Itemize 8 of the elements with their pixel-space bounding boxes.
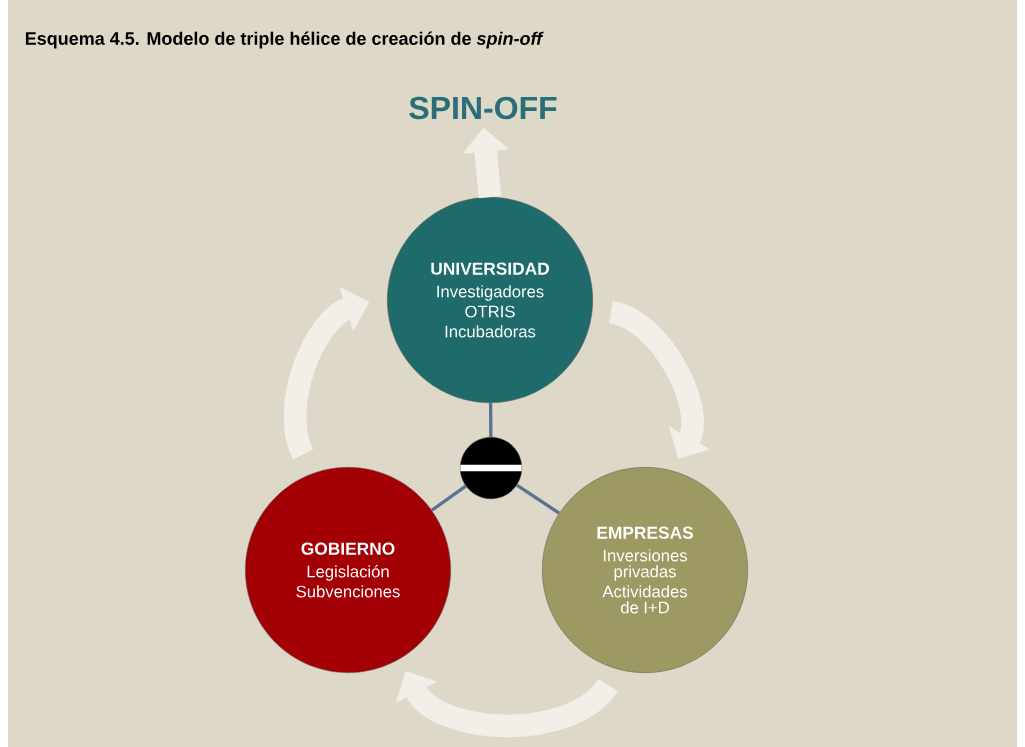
connector-line (515, 483, 561, 515)
connector-line (430, 484, 467, 512)
title: Esquema 4.5. Modelo de triple hélice de creación de spin-off (25, 31, 544, 49)
spin-off-heading: SPIN-OFF (409, 96, 557, 120)
curved-arrow (395, 671, 617, 738)
connector-line (488, 402, 493, 437)
curved-arrow (607, 300, 711, 459)
hub-circle (459, 436, 523, 500)
